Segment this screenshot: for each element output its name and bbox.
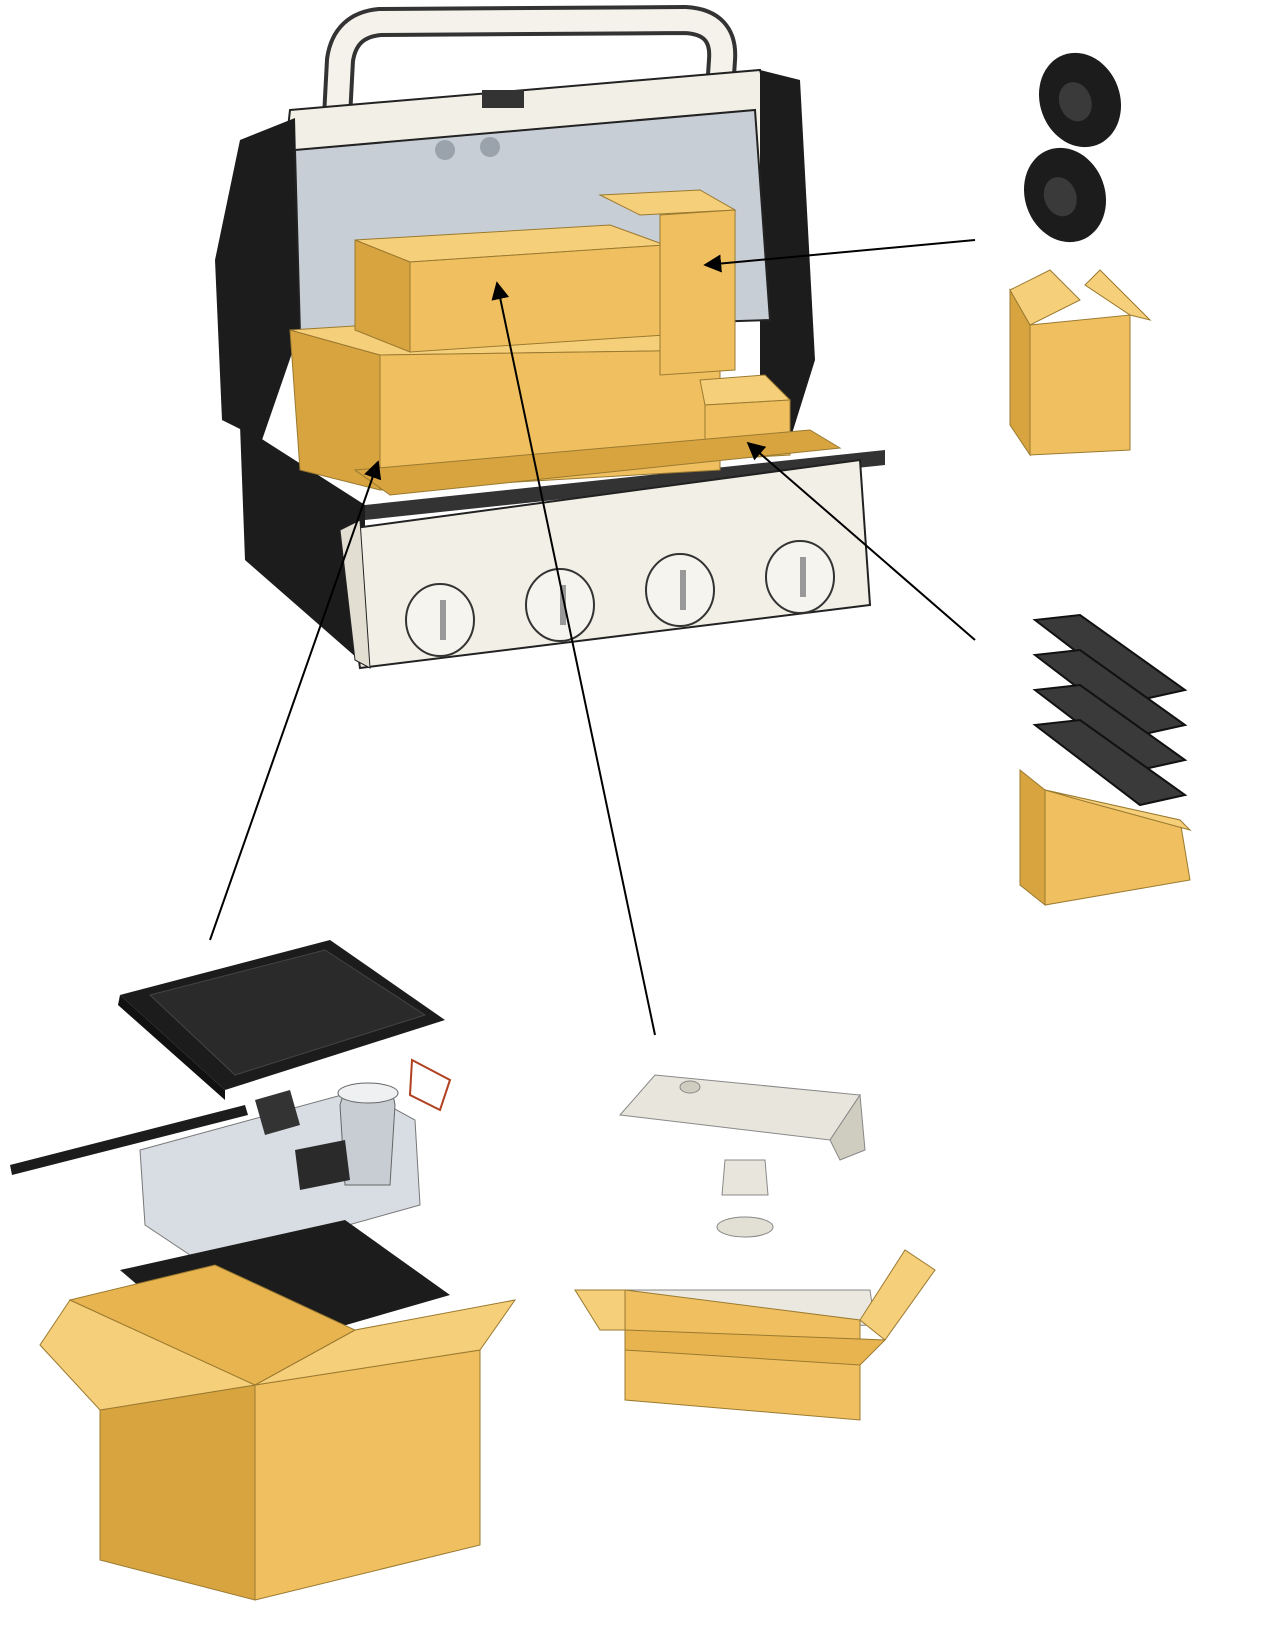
side-burner-icon — [574, 1074, 936, 1421]
arrow-wheels — [703, 239, 976, 273]
arrow-heat-plates — [746, 441, 976, 641]
arrow-side-burner — [491, 281, 656, 1036]
grill-contents-boxes — [289, 189, 842, 496]
arrow-side-shelf — [209, 460, 382, 941]
callout-arrows — [209, 239, 976, 1036]
side-shelf-icon — [10, 940, 517, 1601]
wheels-icon — [1009, 52, 1152, 457]
heat-plate-icon — [1019, 613, 1192, 907]
